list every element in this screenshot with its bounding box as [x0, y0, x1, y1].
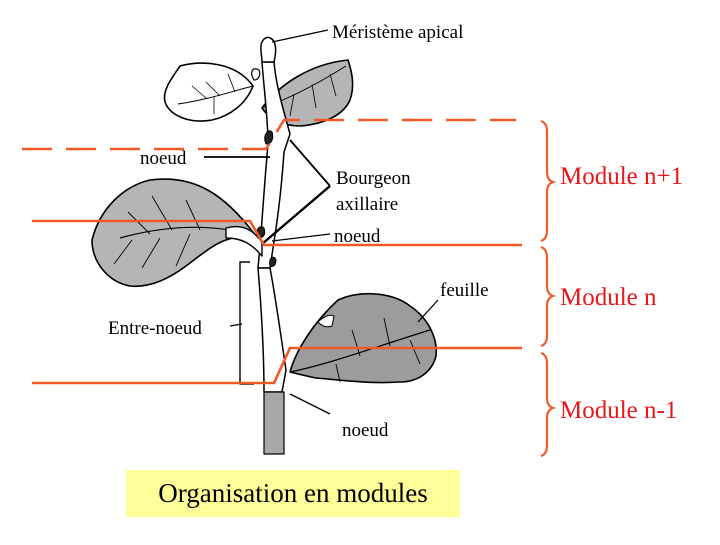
internode-bracket	[239, 261, 254, 385]
labels: Méristème apical noeud Bourgeon axillair…	[108, 22, 489, 441]
pointer-bud-upper	[289, 139, 331, 187]
pointer-apical-meristem	[271, 29, 329, 43]
pointer-bud-lower	[261, 185, 331, 245]
boundary-bottom	[32, 346, 522, 385]
bud-node-top	[264, 130, 274, 145]
boundary-middle	[32, 219, 522, 247]
module-label-n-minus-1: Module n-1	[560, 397, 677, 424]
plant-illustration	[91, 36, 437, 455]
middle-leaf-petiole	[225, 225, 263, 257]
lower-stem	[257, 267, 287, 393]
module-boundaries	[22, 118, 522, 385]
top-left-leaf	[163, 62, 254, 122]
label-axillary-bud-line2: axillaire	[336, 194, 398, 215]
brace-module-n-plus-1	[540, 119, 557, 243]
module-label-n-plus-1: Module n+1	[560, 163, 683, 190]
module-labels: Module n+1 Module n Module n-1	[560, 163, 683, 424]
basal-stem	[263, 391, 285, 455]
label-node-middle: noeud	[334, 226, 381, 247]
label-leaf: feuille	[440, 280, 489, 301]
bud-stem-lower	[269, 256, 277, 267]
brace-module-n	[540, 245, 557, 348]
module-label-n: Module n	[560, 284, 657, 311]
brace-module-n-minus-1	[540, 351, 557, 458]
pointer-node-bottom	[289, 393, 331, 415]
label-node-top: noeud	[140, 148, 187, 169]
apical-bud	[260, 36, 277, 63]
pointer-internode	[229, 323, 243, 327]
top-right-leaf	[261, 59, 354, 127]
label-internode: Entre-noeud	[108, 318, 202, 339]
module-braces	[540, 119, 557, 458]
middle-left-leaf	[91, 178, 257, 288]
label-apical-meristem: Méristème apical	[332, 22, 463, 43]
pointer-node-middle	[271, 233, 331, 242]
label-node-bottom: noeud	[342, 420, 389, 441]
lower-right-leaf	[289, 292, 437, 384]
diagram-caption: Organisation en modules	[126, 470, 460, 517]
pointer-lines	[204, 29, 439, 415]
label-axillary-bud-line1: Bourgeon	[336, 168, 411, 189]
pointer-leaf	[417, 299, 439, 323]
